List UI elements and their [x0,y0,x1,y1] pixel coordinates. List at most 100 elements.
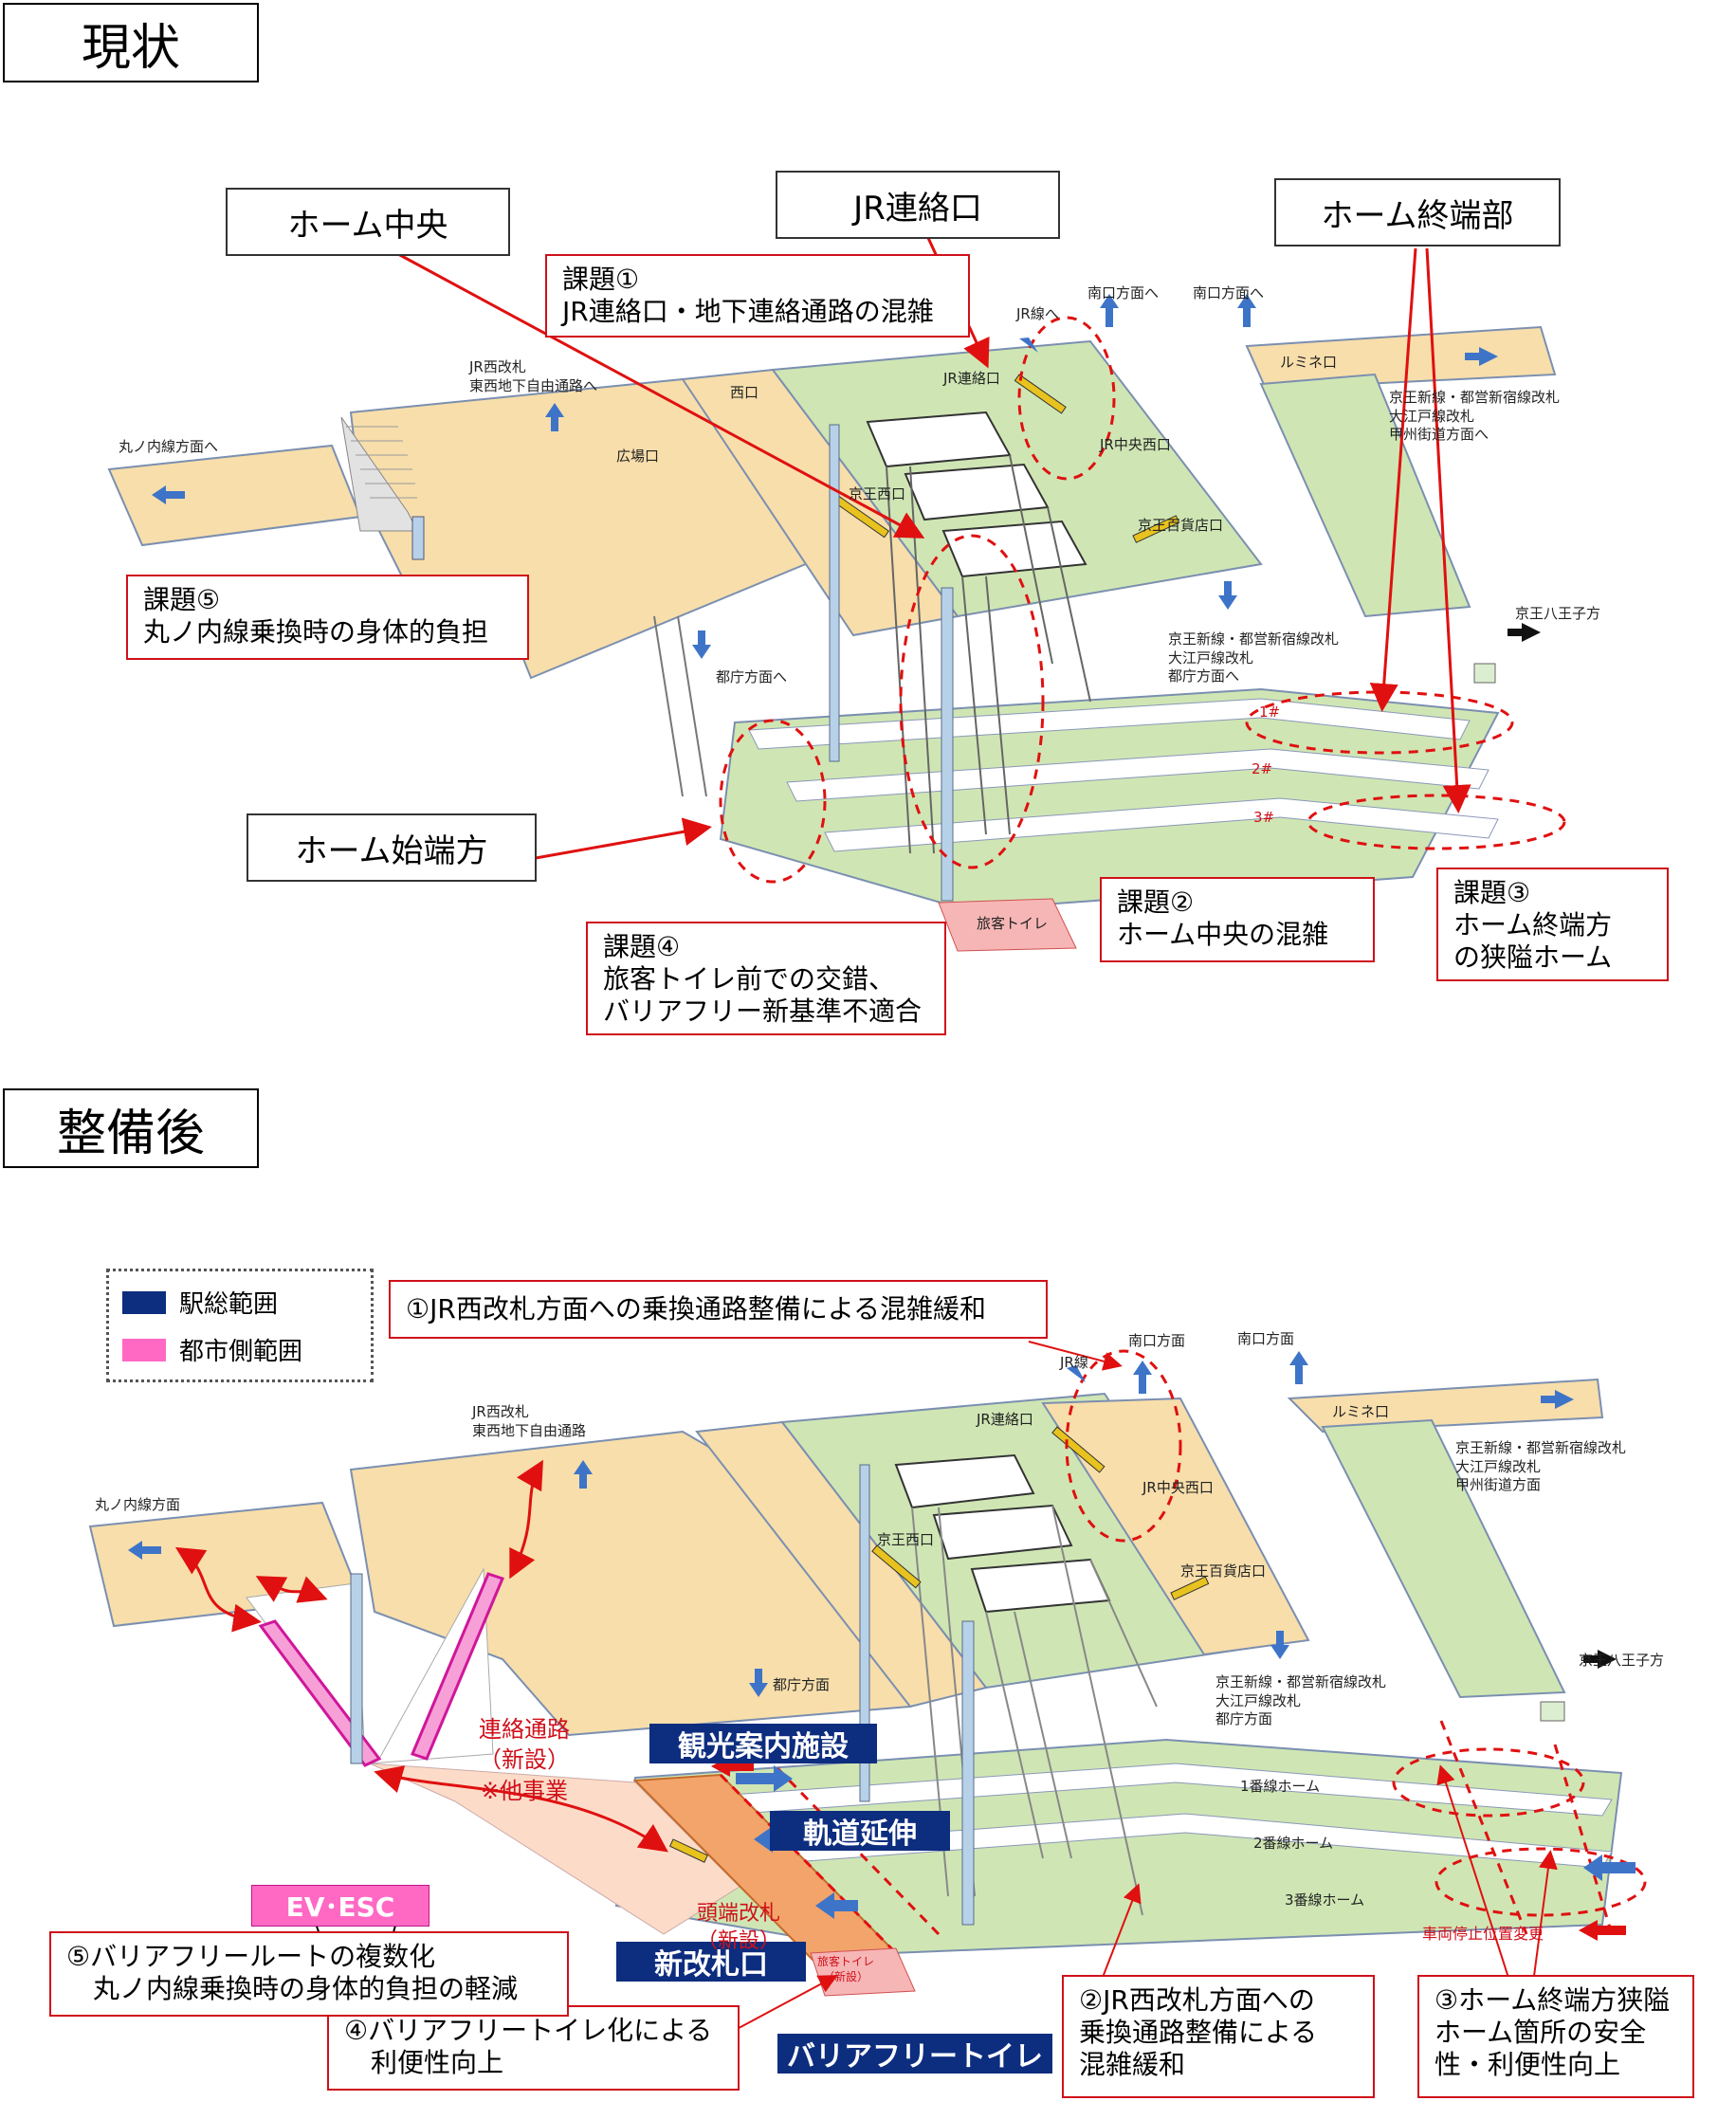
aft-keio-new1: 京王新線・都営新宿線改札 [1455,1439,1627,1456]
aft-free-pass: 東西地下自由通路 [472,1421,587,1439]
badge-new-gate: 新改札口 [616,1942,806,1982]
cur-label-south2: 南口方面へ [1193,284,1265,301]
badge-ev-esc: EV･ESC [251,1885,429,1927]
legend-city: 都市側範囲 [122,1332,302,1367]
callout-platform-center: ホーム中央 [226,188,510,256]
aft-jr-west: JR西改札 [472,1403,529,1420]
cur-label-track1: 1# [1259,703,1281,721]
cur-oedo2: 大江戸線改札 [1168,649,1254,667]
aft-label-keio-right: 京王新線・都営新宿線改札 大江戸線改札 甲州街道方面 [1455,1439,1626,1495]
aft-conn1: 連絡通路 [479,1716,570,1743]
right-ramp [1259,373,1471,618]
note-2-line3: 混雑緩和 [1079,2049,1186,2081]
cur-label-tocho: 都庁方面へ [716,668,788,685]
issue-2-title: 課題② [1117,886,1195,918]
after-arrow-end [1583,1854,1635,1881]
note-4-line2: 利便性向上 [371,2047,504,2079]
aft-label-lumine: ルミネ口 [1332,1403,1390,1420]
aft-label-keio-west: 京王西口 [877,1531,935,1548]
cur-oedo1: 大江戸線改札 [1389,407,1475,425]
note-5-line2: 丸ノ内線乗換時の身体的負担の軽減 [93,1973,519,2005]
issue-3-text-1: ホーム終端方 [1453,909,1613,941]
badge-track: 軌道延伸 [770,1811,950,1851]
issue-area-jr [1017,316,1116,481]
legend-city-swatch [122,1338,166,1361]
legend-city-label: 都市側範囲 [179,1338,303,1366]
cur-jr-west: JR西改札 [469,358,526,375]
aft-head2: （新設） [697,1928,781,1953]
after-opening-1 [894,1453,1035,1509]
note-5: ⑤バリアフリールートの複数化 丸ノ内線乗換時の身体的負担の軽減 [49,1931,569,2017]
cur-label-west: 西口 [730,384,759,401]
aft-label-marunouchi: 丸ノ内線方面 [95,1496,181,1513]
aft-head1: 頭端改札 [697,1902,781,1926]
issue-3-text-2: の狭隘ホーム [1453,941,1613,974]
after-esc-right [410,1572,505,1761]
issue-4: 課題④ 旅客トイレ前での交錯、 バリアフリー新基準不適合 [586,922,946,1035]
cur-label-jr-center: JR中央西口 [1100,436,1171,453]
badge-tourist: 観光案内施設 [649,1724,877,1763]
callout-platform-start: ホーム始端方 [247,813,537,882]
cur-label-keio-right: 京王新線・都営新宿線改札 大江戸線改札 甲州街道方面へ [1389,389,1560,445]
issue-2: 課題② ホーム中央の混雑 [1100,877,1375,962]
cur-keio-new2: 京王新線・都営新宿線改札 [1168,630,1340,648]
track-3 [824,797,1499,852]
issue-2-text: ホーム中央の混雑 [1117,919,1329,951]
aft-label-south2: 南口方面 [1237,1330,1295,1347]
issue-4-text-1: 旅客トイレ前での交錯、 [603,963,896,996]
column-2 [941,587,954,902]
issue-4-title: 課題④ [603,931,681,962]
aft-label-keio-lower: 京王新線・都営新宿線改札 大江戸線改札 都庁方面 [1215,1673,1386,1729]
hachioji-arrow [1508,623,1541,642]
cur-label-keio-west: 京王西口 [849,485,906,502]
aft-label-south1: 南口方面 [1128,1332,1186,1349]
cur-label-plaza: 広場口 [616,448,660,465]
note-1: ①JR西改札方面への乗換通路整備による混雑緩和 [389,1280,1048,1339]
legend-station-label: 駅総範囲 [179,1290,279,1319]
elevator-shaft-left [411,516,425,560]
legend: 駅総範囲 都市側範囲 [106,1269,374,1382]
cur-label-track3: 3# [1253,809,1275,826]
note-3-line2: ホーム箇所の安全 [1434,2017,1647,2049]
track-1 [748,698,1471,750]
aft-label-head-gate: 頭端改札 （新設） [697,1901,780,1955]
after-area-jr [1065,1349,1182,1543]
after-area-end1 [1392,1747,1585,1818]
column-1 [829,424,840,762]
cur-label-keio-lower: 京王新線・都営新宿線改札 大江戸線改札 都庁方面へ [1168,630,1339,686]
issue-area-end1 [1245,690,1514,755]
concourse-tan-strip [681,368,959,637]
aft-koshu1: 甲州街道方面 [1455,1476,1542,1493]
aft-label-jr-conn: JR連絡口 [977,1411,1033,1428]
cur-label-track2: 2# [1252,760,1273,777]
cur-free-pass: 東西地下自由通路へ [469,376,598,394]
platform-level [719,687,1500,912]
aft-label-p1: 1番線ホーム [1240,1778,1321,1795]
aft-toilet1: 旅客トイレ [817,1955,875,1968]
note-2-line1: ②JR西改札方面への [1079,1984,1315,2016]
aft-label-toilet: 旅客トイレ （新設） [817,1955,874,1984]
aft-conn3: ※他事業 [480,1777,569,1804]
after-arrow-tourist [736,1765,793,1792]
note-5-line1: ⑤バリアフリールートの複数化 [66,1941,436,1972]
issue-area-center [899,534,1045,869]
aft-tocho2: 都庁方面 [1215,1710,1273,1727]
cur-label-hachioji: 京王八王子方 [1515,605,1601,622]
after-lumine [1287,1378,1604,1434]
callout-platform-end: ホーム終端部 [1274,178,1561,247]
after-right-ramp [1321,1418,1566,1699]
header-after: 整備後 [3,1088,259,1168]
aft-label-jr-line: JR線 [1060,1354,1088,1371]
legend-station: 駅総範囲 [122,1285,278,1320]
issue-area-end2 [1307,794,1566,850]
note-3: ③ホーム終端方狭隘 ホーム箇所の安全 性・利便性向上 [1417,1975,1694,2098]
issue-1-text: JR連絡口・地下連絡通路の混雑 [562,296,934,328]
cur-label-south1: 南口方面へ [1087,284,1160,301]
aft-label-jr-center: JR中央西口 [1142,1479,1214,1496]
note-3-line3: 性・利便性向上 [1434,2049,1621,2081]
cur-koshu1: 甲州街道方面へ [1389,426,1489,443]
cur-label-dept: 京王百貨店口 [1138,517,1224,534]
after-area-end2 [1434,1847,1647,1917]
issue-5-text: 丸ノ内線乗換時の身体的負担 [143,616,489,649]
aft-label-p3: 3番線ホーム [1285,1891,1365,1909]
